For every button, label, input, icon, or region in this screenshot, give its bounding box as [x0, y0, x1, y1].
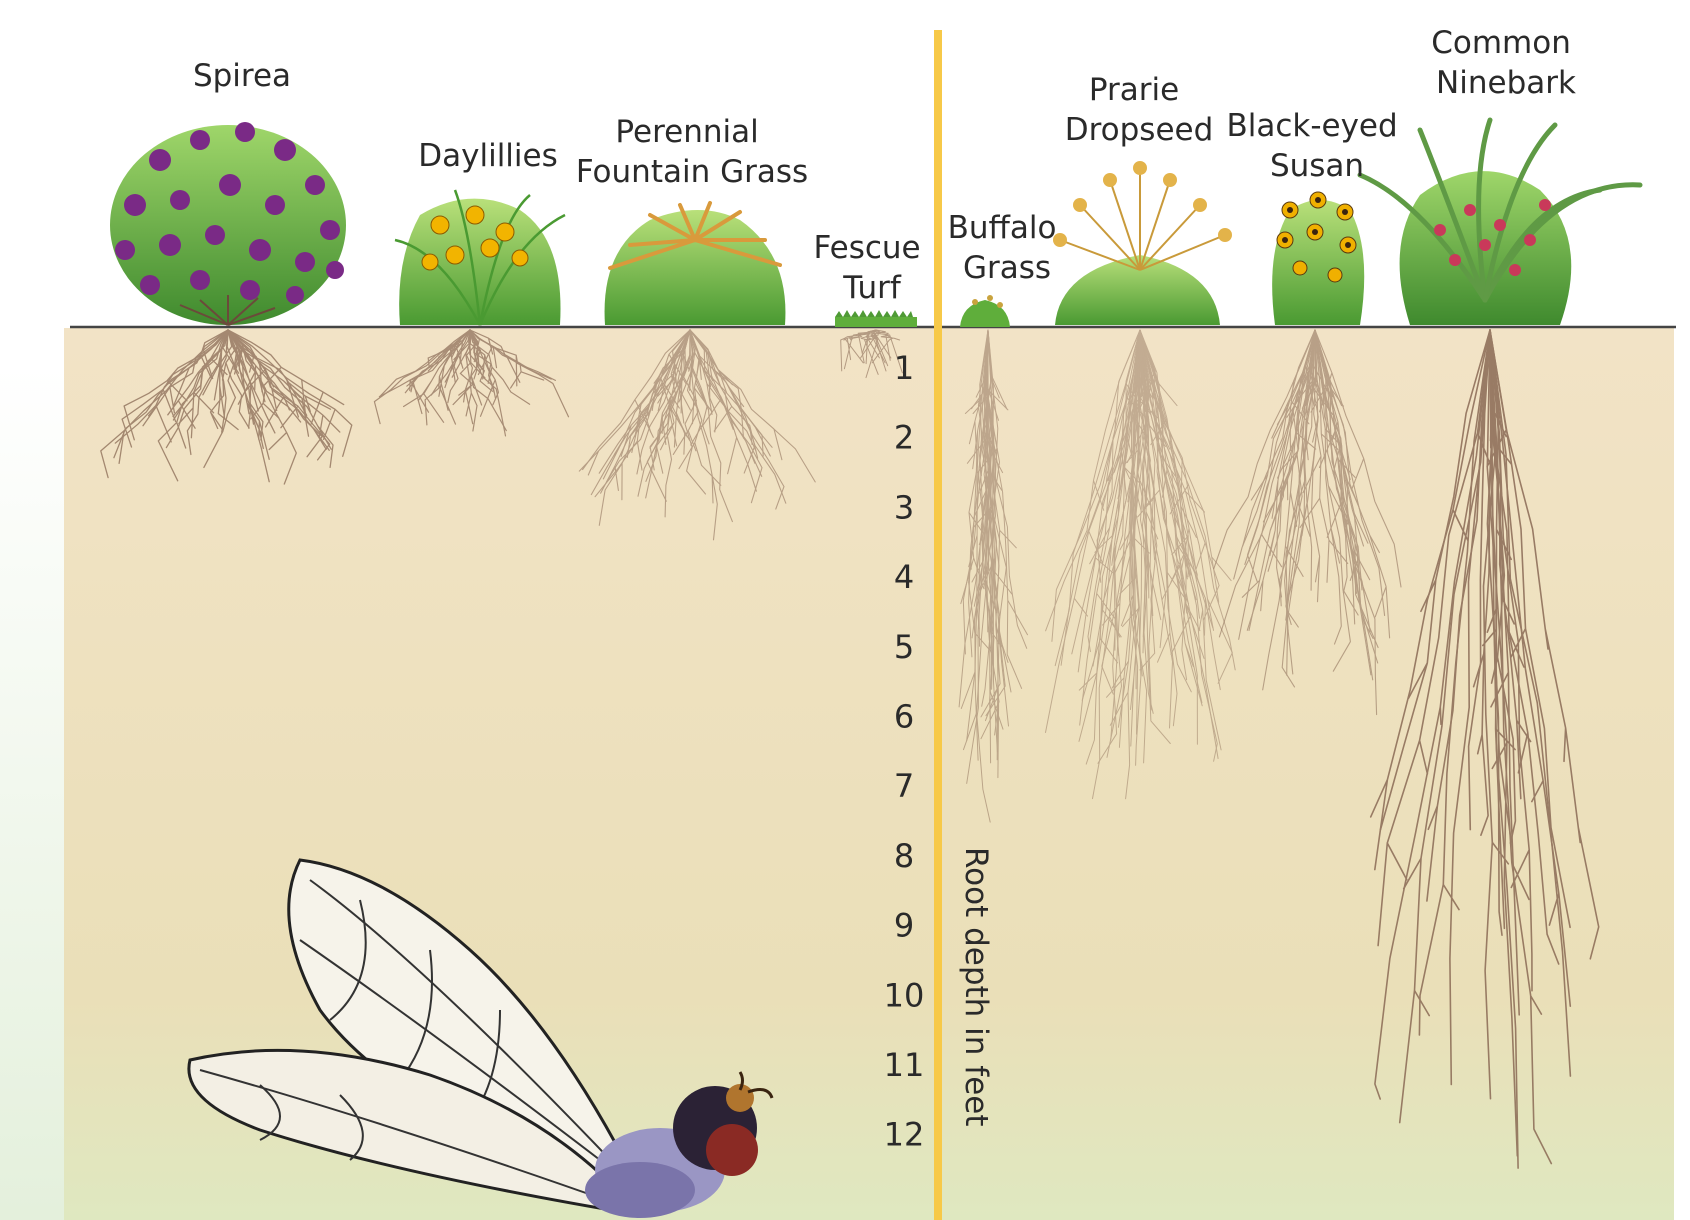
- depth-tick-9: 9: [894, 907, 914, 945]
- depth-tick-11: 11: [884, 1046, 925, 1084]
- common-ninebark-label: Common Ninebark: [1431, 25, 1580, 101]
- depth-tick-3: 3: [894, 488, 914, 526]
- depth-tick-12: 12: [884, 1116, 925, 1154]
- depth-axis-title: Root depth in feet: [958, 847, 994, 1127]
- depth-tick-4: 4: [894, 558, 914, 596]
- common-ninebark-plant: [1360, 120, 1640, 325]
- daylillies-plant: [395, 190, 565, 325]
- black-eyed-susan-label: Black-eyed Susan: [1226, 108, 1407, 184]
- depth-tick-5: 5: [894, 628, 914, 666]
- depth-tick-6: 6: [894, 698, 914, 736]
- buffalo-grass-plant: [960, 295, 1010, 327]
- center-divider: [934, 30, 942, 1220]
- buffalo-grass-label: Buffalo Grass: [948, 210, 1067, 286]
- fescue-turf-label: Fescue Turf: [814, 230, 931, 306]
- spirea-label: Spirea: [193, 58, 291, 94]
- depth-tick-10: 10: [884, 976, 925, 1014]
- black-eyed-susan-plant: [1272, 192, 1364, 325]
- depth-tick-2: 2: [894, 419, 914, 457]
- perennial-fountain-grass-plant: [605, 203, 786, 325]
- spirea-plant: [110, 122, 346, 325]
- depth-tick-1: 1: [894, 349, 914, 387]
- daylillies-label: Daylillies: [418, 138, 558, 174]
- perennial-fountain-grass-label: Perennial Fountain Grass: [576, 114, 808, 190]
- depth-tick-7: 7: [894, 767, 914, 805]
- depth-tick-8: 8: [894, 837, 914, 875]
- fescue-turf-plant: [835, 310, 917, 327]
- plant-labels: Spirea Daylillies Perennial Fountain Gra…: [193, 25, 1581, 306]
- left-margin-fade: [0, 0, 64, 1220]
- prarie-dropseed-plant: [1053, 161, 1232, 325]
- prarie-dropseed-label: Prarie Dropseed: [1065, 72, 1214, 148]
